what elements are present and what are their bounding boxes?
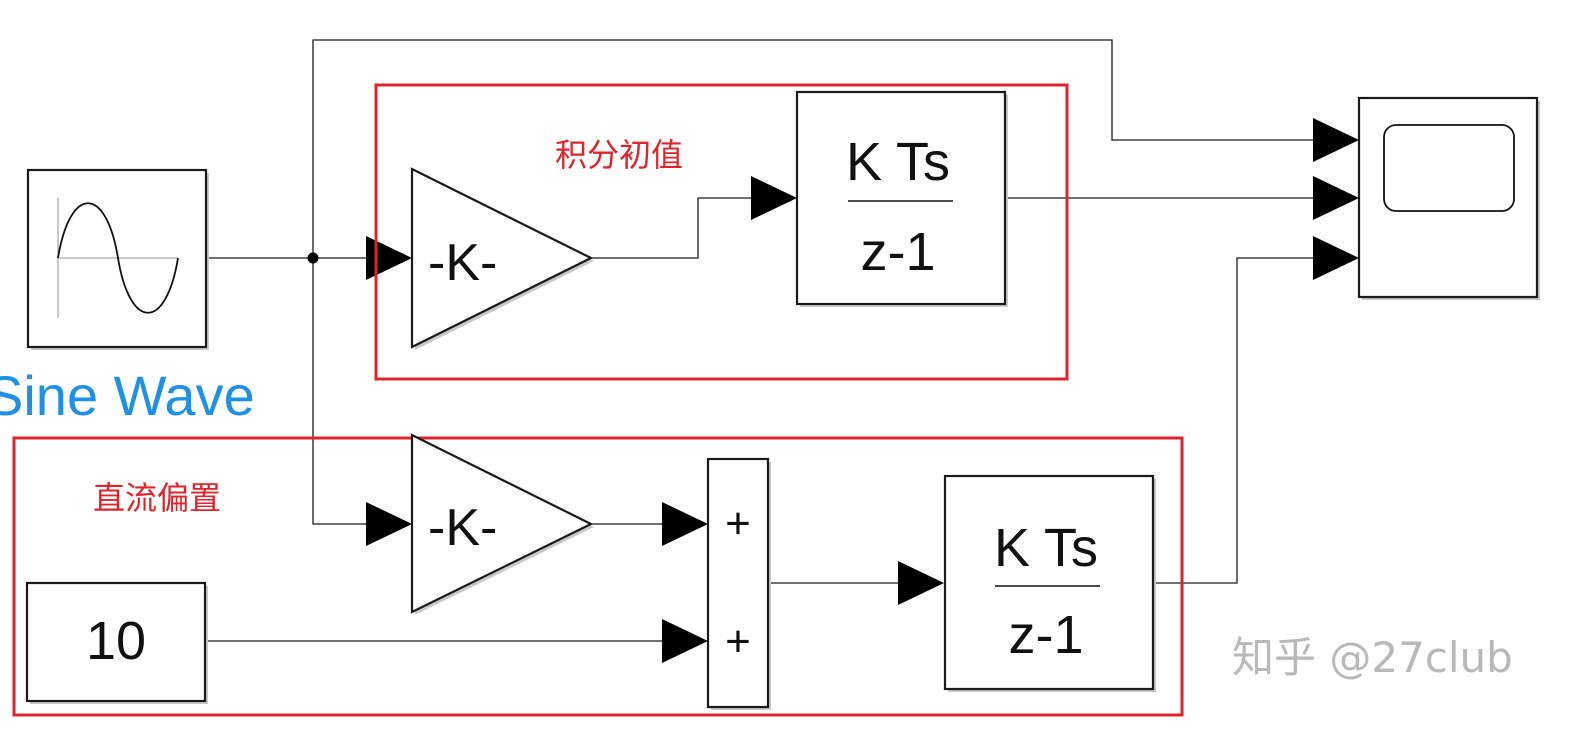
branch-point bbox=[307, 252, 319, 264]
arrow-integrator-bottom-in bbox=[898, 561, 944, 605]
arrow-scope-in-1 bbox=[1313, 118, 1359, 162]
sine-wave-icon bbox=[57, 198, 179, 318]
arrow-scope-in-2 bbox=[1313, 176, 1359, 220]
group-top-label: 积分初值 bbox=[555, 136, 683, 174]
integrator-top-block[interactable]: K Ts z-1 bbox=[795, 90, 1008, 307]
arrow-gain-bottom-in bbox=[366, 502, 412, 546]
constant-block[interactable]: 10 bbox=[25, 581, 208, 704]
constant-value: 10 bbox=[86, 611, 146, 671]
arrow-gain-top-in bbox=[366, 236, 412, 280]
integrator-top-numerator: K Ts bbox=[846, 132, 950, 192]
group-bottom-box bbox=[12, 436, 1184, 717]
gain-top-value: -K- bbox=[428, 234, 497, 292]
sum-block[interactable]: + + bbox=[706, 457, 771, 710]
integrator-bottom-block[interactable]: K Ts z-1 bbox=[943, 474, 1156, 692]
group-top-box bbox=[374, 83, 1069, 381]
sum-sign-1: + bbox=[725, 499, 751, 548]
wire-to-gain-bottom[interactable] bbox=[312, 258, 370, 525]
watermark: 知乎 @27club bbox=[1232, 633, 1513, 682]
arrow-integrator-top-in bbox=[751, 176, 797, 220]
sine-wave-label: Sine Wave bbox=[0, 364, 255, 427]
signal-lines bbox=[206, 39, 1318, 642]
gain-top-block[interactable]: -K- bbox=[410, 167, 594, 350]
scope-screen-icon bbox=[1383, 124, 1515, 212]
scope-block[interactable] bbox=[1357, 96, 1540, 300]
integrator-top-denominator: z-1 bbox=[860, 222, 935, 282]
arrow-sum-in-1 bbox=[662, 502, 708, 546]
sine-wave-block[interactable] bbox=[26, 168, 209, 350]
integrator-bottom-numerator: K Ts bbox=[994, 518, 1098, 578]
arrowheads bbox=[366, 118, 1359, 663]
arrow-sum-in-2 bbox=[662, 619, 708, 663]
wire-integrator-bottom-to-scope[interactable] bbox=[1154, 257, 1318, 584]
group-bottom-label: 直流偏置 bbox=[93, 479, 221, 517]
integrator-bottom-denominator: z-1 bbox=[1008, 605, 1083, 665]
sum-sign-2: + bbox=[725, 617, 751, 666]
wire-gain-top-to-integrator[interactable] bbox=[591, 197, 756, 259]
wire-sine-to-scope[interactable] bbox=[312, 39, 1318, 258]
gain-bottom-value: -K- bbox=[428, 499, 497, 557]
arrow-scope-in-3 bbox=[1313, 236, 1359, 280]
gain-bottom-block[interactable]: -K- bbox=[410, 433, 594, 615]
